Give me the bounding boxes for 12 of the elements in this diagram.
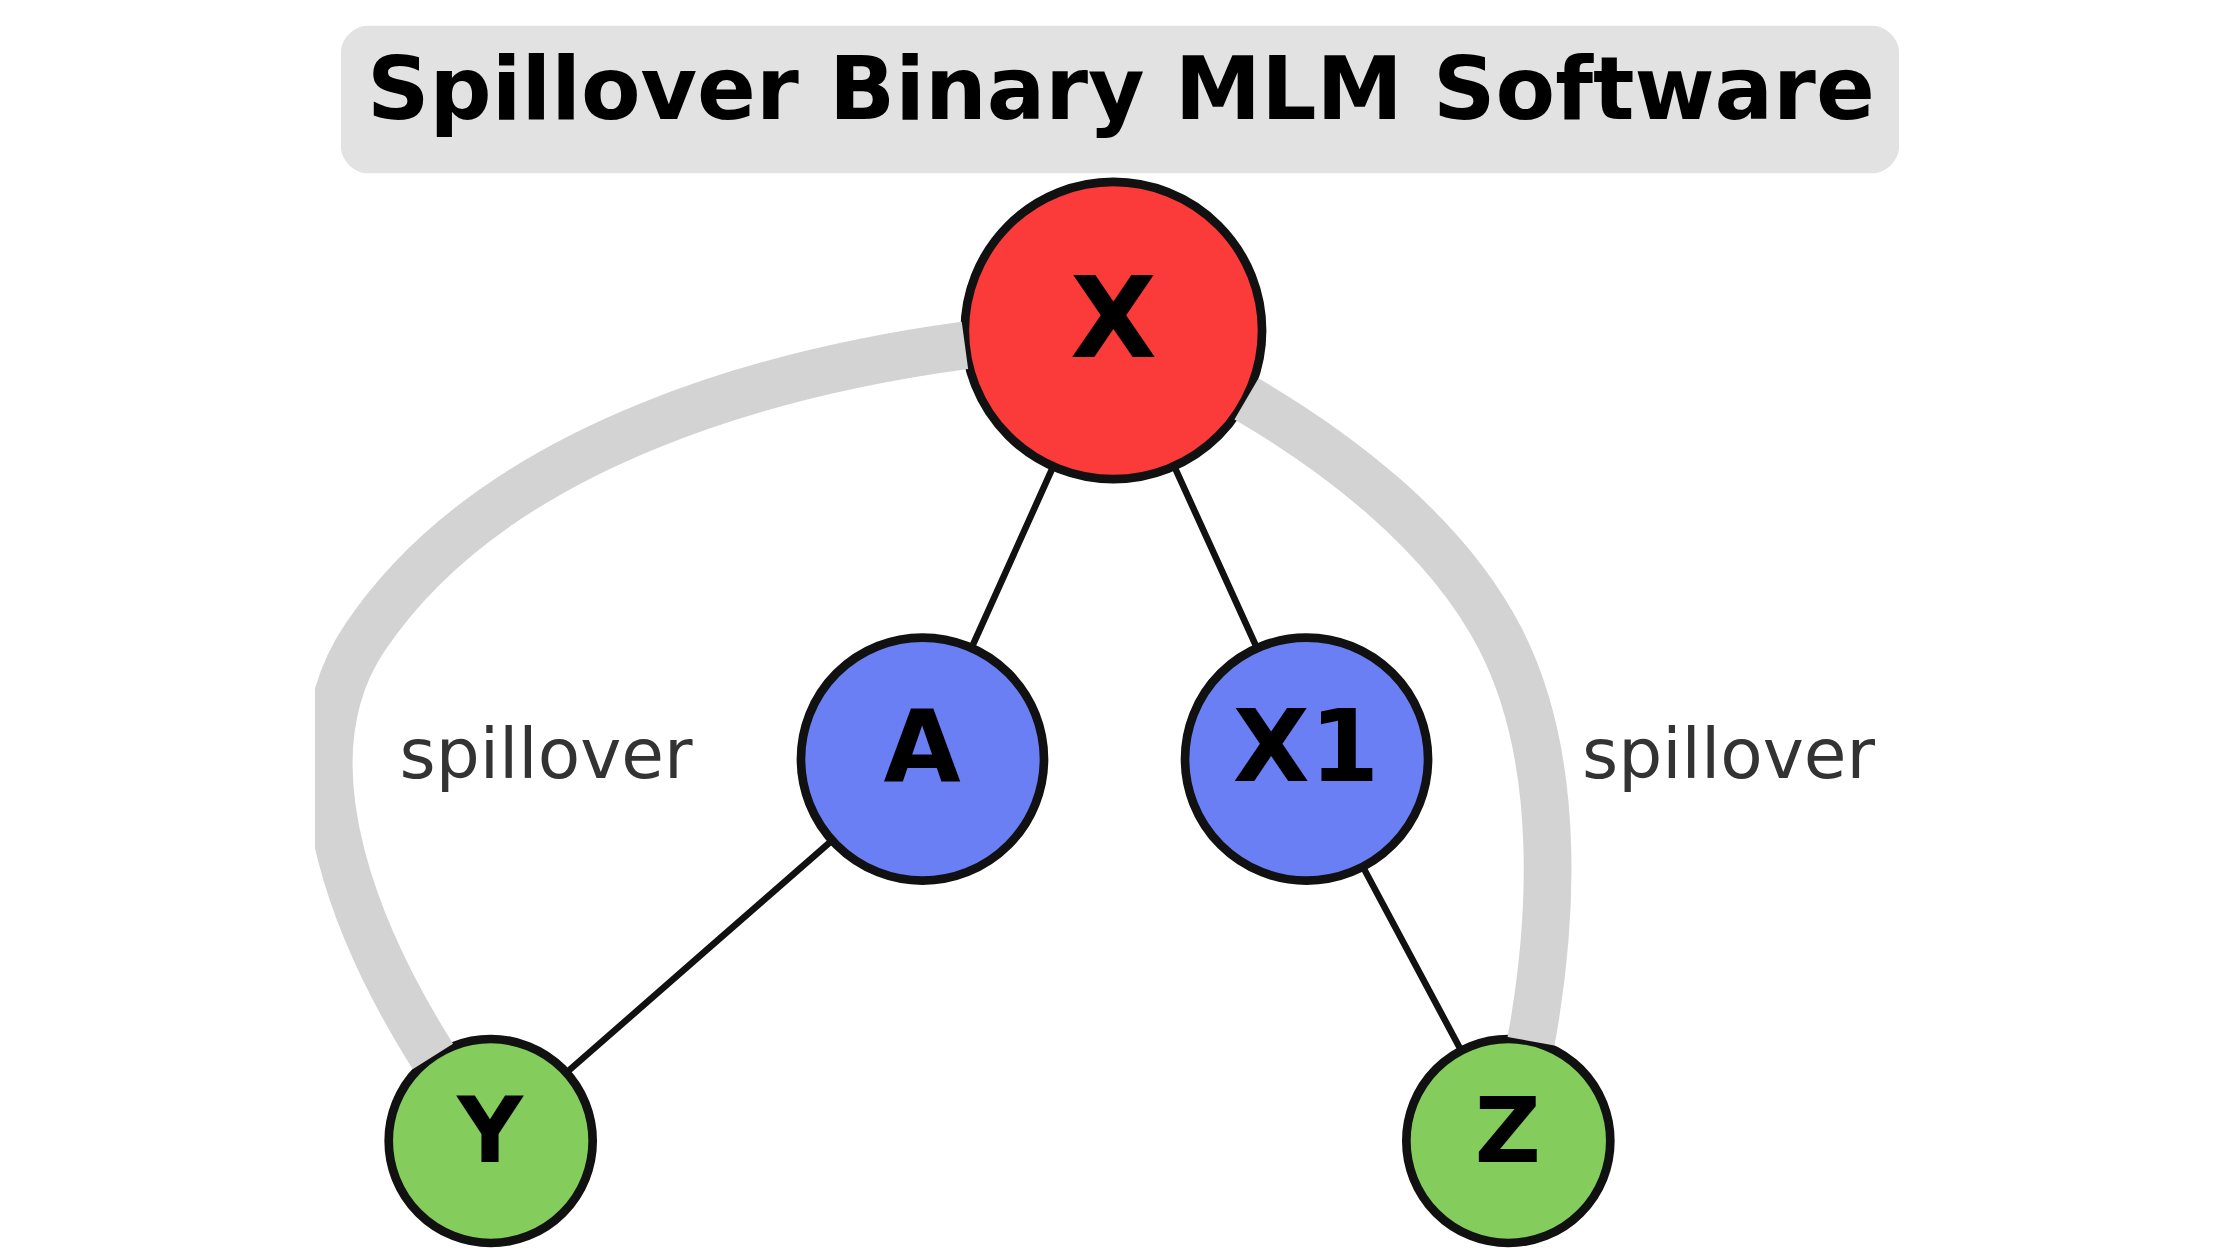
diagram-title: Spillover Binary MLM Software xyxy=(367,38,1875,140)
node-circle: Z xyxy=(1402,1034,1615,1248)
connector xyxy=(1234,378,1572,1046)
connector xyxy=(1360,865,1464,1052)
edge-label: spillover xyxy=(399,713,693,794)
connector xyxy=(564,837,835,1075)
node-circle: X xyxy=(960,177,1267,484)
node-circle: A xyxy=(796,633,1049,885)
node-circle: Y xyxy=(384,1034,597,1248)
node-circle: X1 xyxy=(1180,633,1433,885)
connector xyxy=(315,321,969,1069)
edge-label: spillover xyxy=(1582,713,1876,794)
